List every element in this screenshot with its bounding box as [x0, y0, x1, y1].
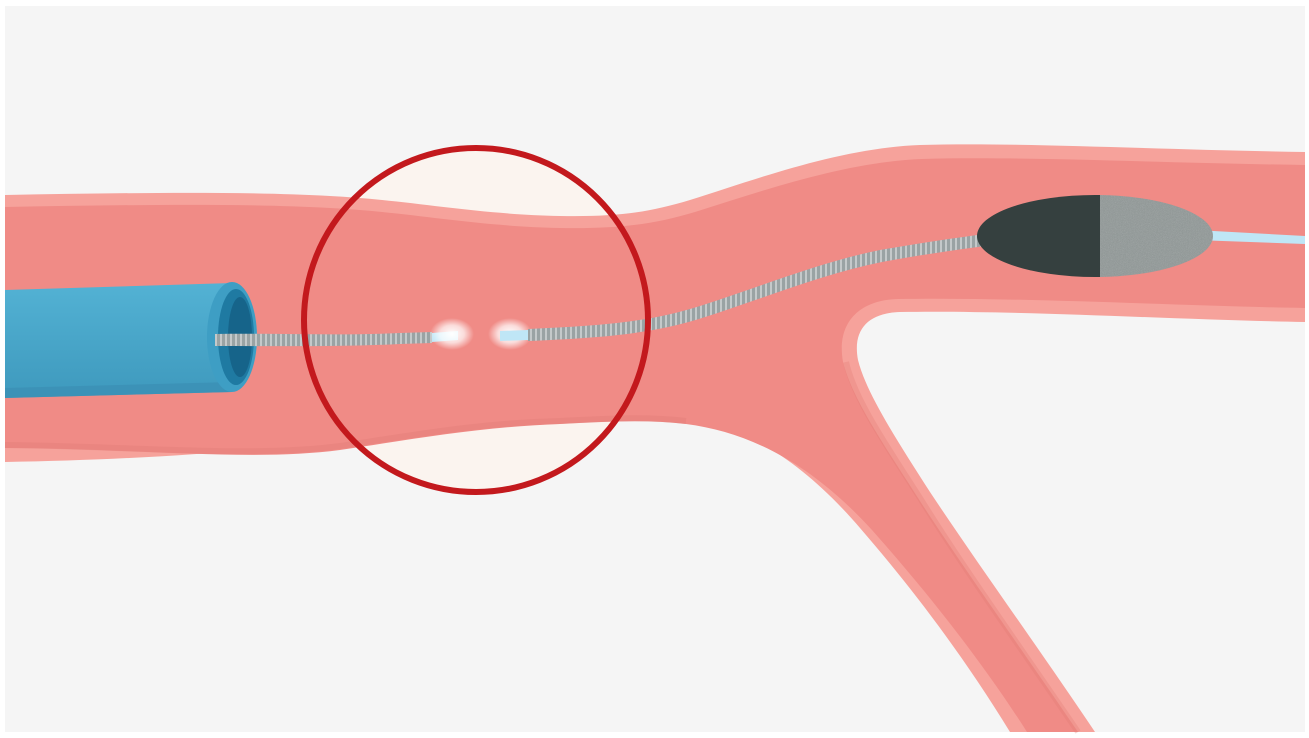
guidewire-break-glow-left	[430, 318, 474, 350]
catheter-body	[5, 283, 232, 398]
guidewire-right-core	[500, 330, 528, 341]
